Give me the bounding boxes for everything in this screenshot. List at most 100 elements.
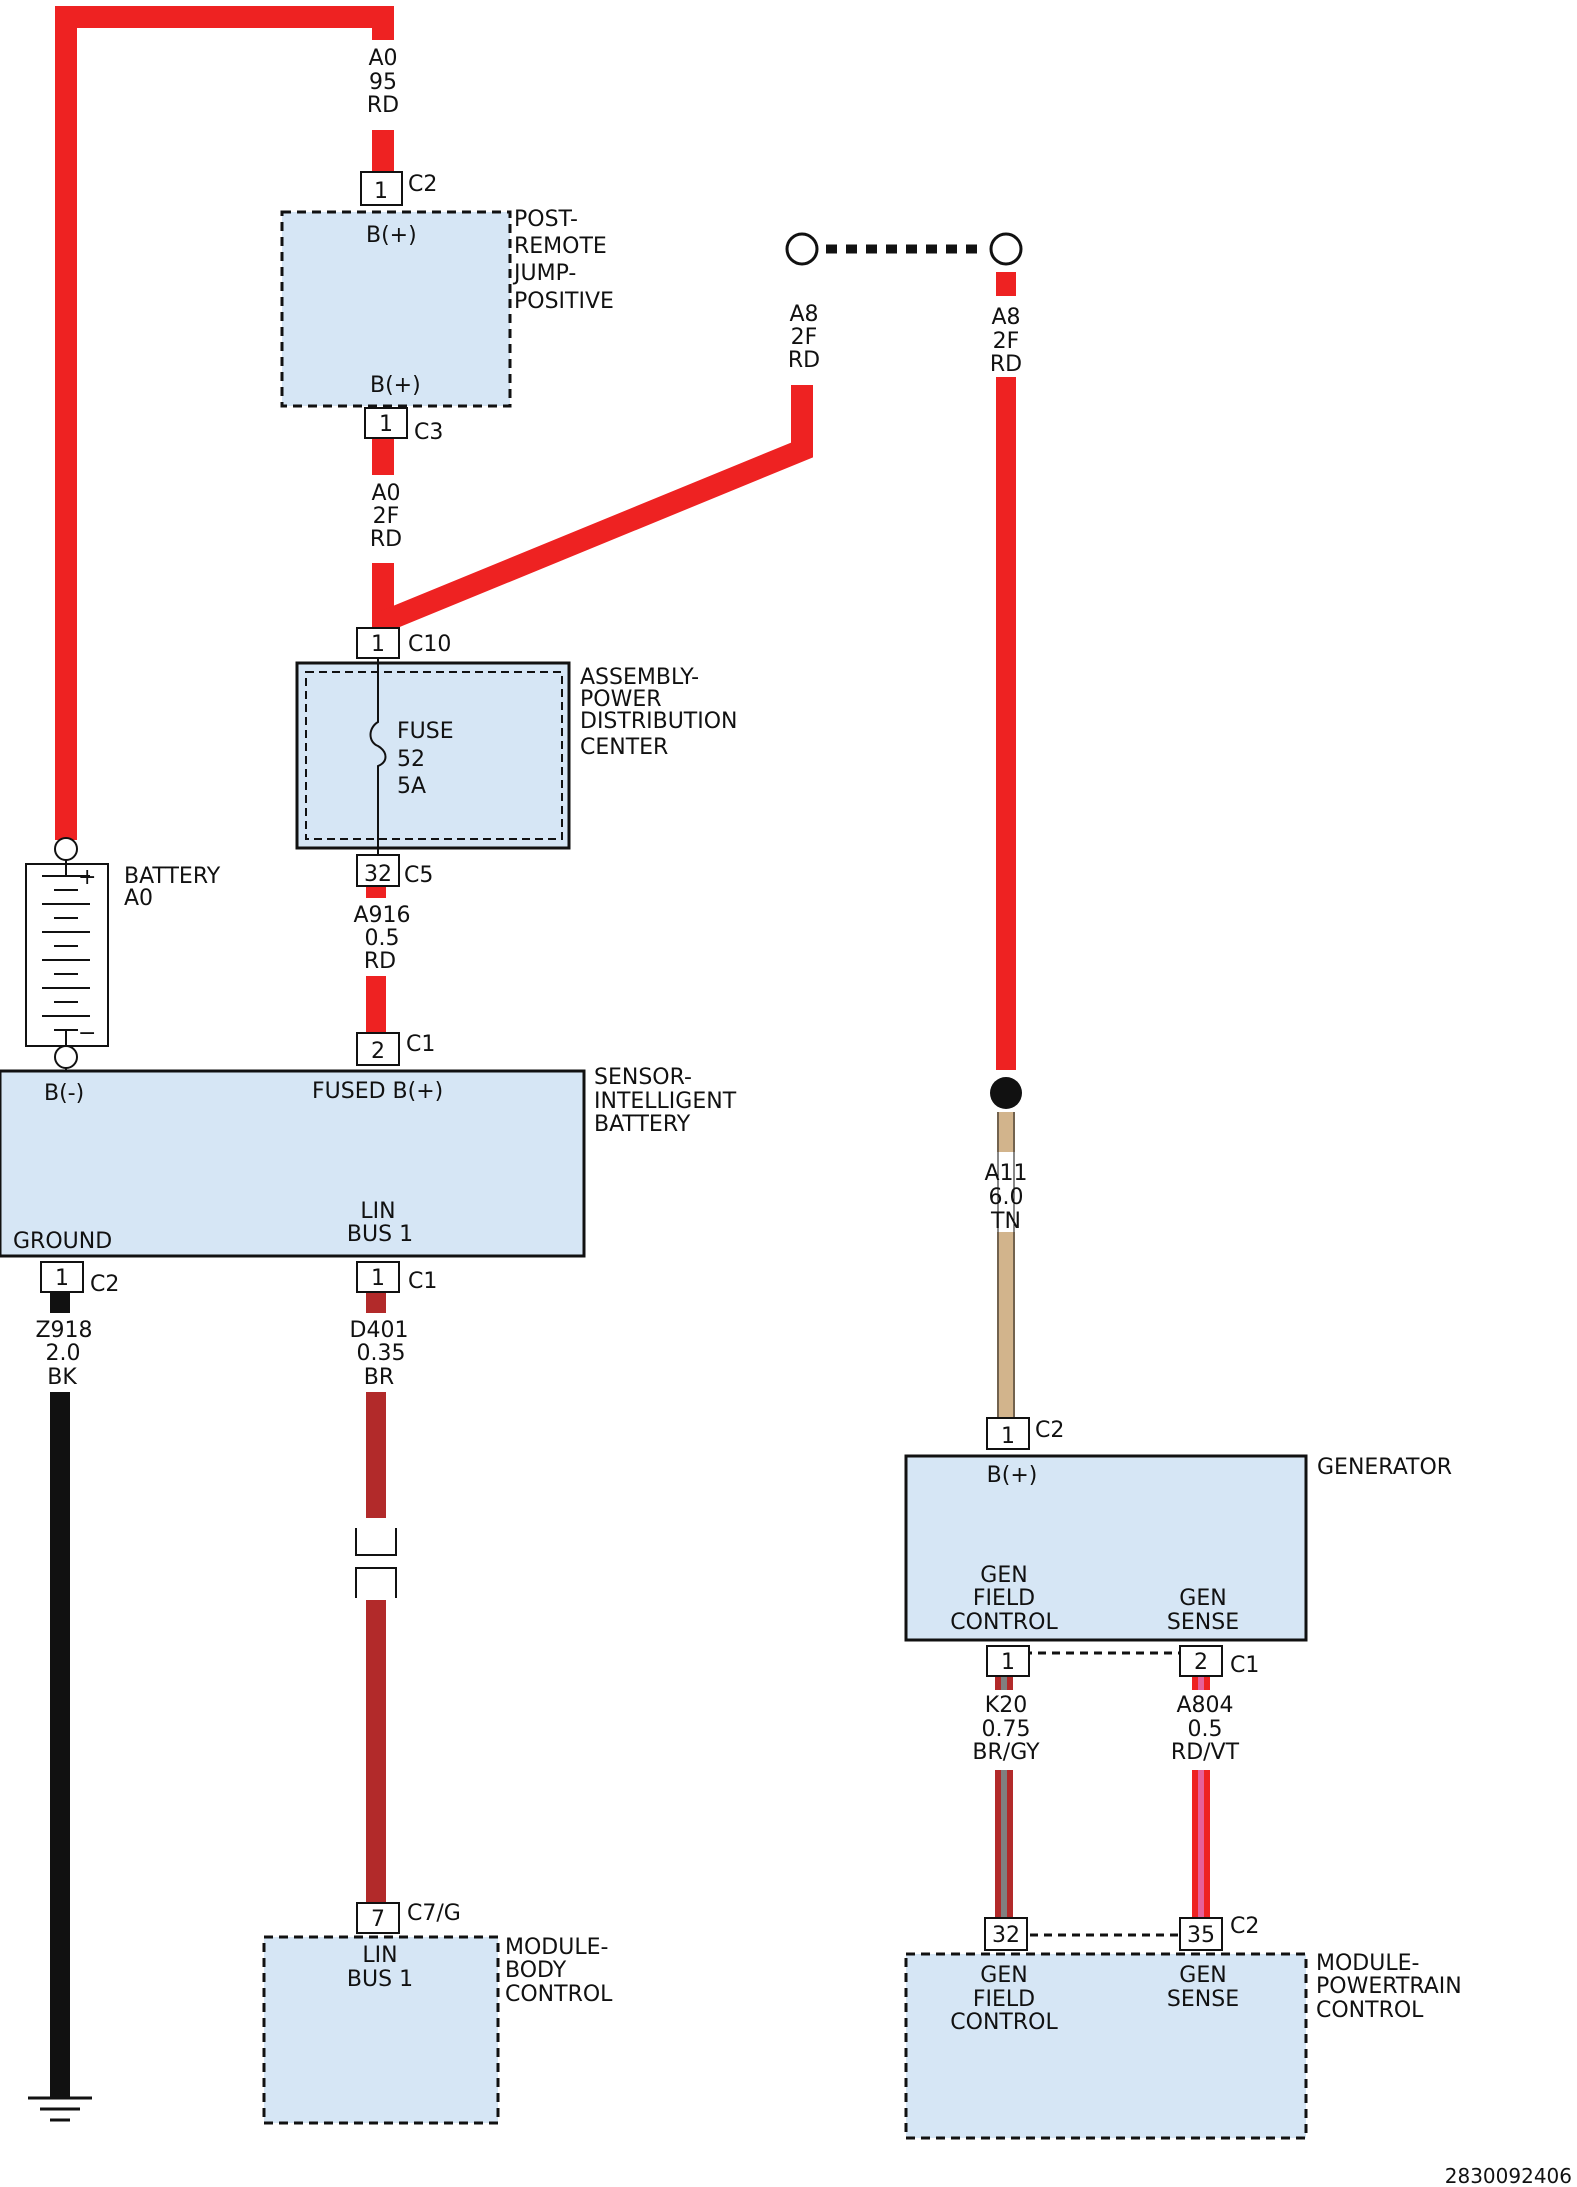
pcm-box [904, 1952, 1308, 2140]
pcm-pin-field-3: CONTROL [950, 2010, 1058, 2035]
connector-pdc-bottom: 32 C5 [356, 854, 433, 888]
prj-name-4: POSITIVE [514, 289, 614, 314]
connector-gen-field: 1 [986, 1645, 1030, 1677]
gen-pin-sense-1: GEN [1179, 1586, 1226, 1611]
label-a11: A11 6.0 TN [984, 1161, 1027, 1234]
svg-text:RD: RD [990, 352, 1022, 377]
svg-text:1: 1 [371, 632, 385, 657]
svg-text:Z918: Z918 [35, 1318, 92, 1343]
inline-connector-top [355, 1528, 397, 1556]
label-z918: Z918 2.0 BK [35, 1318, 92, 1390]
pdc-name-2: POWER [580, 687, 662, 712]
connector-ibs-fused: 2 C1 [356, 1032, 435, 1066]
svg-text:A11: A11 [984, 1161, 1027, 1186]
svg-text:BK: BK [47, 1365, 77, 1390]
label-a8-right: A8 2F RD [990, 305, 1022, 377]
svg-text:1: 1 [1001, 1650, 1015, 1675]
label-a916: A916 0.5 RD [353, 903, 410, 974]
bcm-box [262, 1935, 500, 2125]
ibs-name-2: INTELLIGENT [594, 1089, 737, 1114]
battery-bottom-terminal [54, 1045, 78, 1069]
pdc-box [295, 661, 571, 850]
svg-text:C1: C1 [406, 1032, 435, 1057]
pcm-name-1: MODULE- [1316, 1951, 1419, 1976]
wire-a8-left [378, 385, 813, 633]
bcm-pin-lin-1: LIN [362, 1943, 397, 1968]
bcm-name-2: BODY [505, 1958, 567, 1983]
svg-text:A916: A916 [353, 903, 410, 928]
svg-text:D401: D401 [350, 1318, 409, 1343]
svg-text:BR/GY: BR/GY [972, 1740, 1040, 1765]
ibs-pin-lin-1: LIN [360, 1199, 395, 1224]
terminal-a8-right [989, 232, 1023, 266]
svg-text:A8: A8 [789, 302, 818, 327]
splice-a11 [990, 1077, 1022, 1109]
svg-text:32: 32 [364, 862, 392, 887]
svg-text:RD: RD [370, 527, 402, 552]
generator-name: GENERATOR [1317, 1455, 1452, 1480]
fuse-number: 52 [397, 747, 425, 772]
terminal-a8-left [785, 232, 819, 266]
label-a0-2f: A0 2F RD [370, 481, 402, 552]
pdc-inner-box [305, 671, 563, 840]
ibs-pin-ground: GROUND [13, 1229, 112, 1254]
svg-text:C2: C2 [90, 1272, 119, 1297]
ibs-pin-lin-2: BUS 1 [347, 1222, 413, 1247]
battery-box [25, 863, 109, 1047]
post-remote-jump-box [280, 210, 512, 408]
diagram-id: 2830092406 [1445, 2164, 1572, 2187]
svg-text:2.0: 2.0 [46, 1341, 81, 1366]
fuse-symbol [369, 646, 387, 868]
svg-text:A0: A0 [368, 46, 397, 71]
gen-pin-b: B(+) [987, 1463, 1038, 1488]
svg-text:2F: 2F [993, 329, 1020, 354]
svg-text:32: 32 [992, 1923, 1020, 1948]
svg-text:BR: BR [364, 1365, 394, 1390]
connector-gen-sense: 2 C1 [1179, 1645, 1259, 1678]
svg-text:1: 1 [371, 1266, 385, 1291]
battery-name-1: BATTERY [124, 864, 221, 889]
fuse-name: FUSE [397, 719, 454, 744]
label-a804: A804 0.5 RD/VT [1171, 1693, 1240, 1765]
connector-pcm-sense: 35 C2 [1179, 1914, 1259, 1951]
svg-text:C3: C3 [414, 420, 443, 445]
svg-text:C7/G: C7/G [407, 1901, 461, 1926]
wire-a0-95 [55, 6, 394, 840]
pcm-name-2: POWERTRAIN [1316, 1974, 1462, 1999]
svg-text:7: 7 [371, 1907, 385, 1932]
prj-name-1: POST- [514, 207, 578, 232]
svg-text:2: 2 [1194, 1650, 1208, 1675]
pcm-pin-sense-2: SENSE [1167, 1987, 1239, 2012]
svg-text:C2: C2 [408, 172, 437, 197]
generator-box [904, 1454, 1308, 1642]
bcm-pin-lin-2: BUS 1 [347, 1967, 413, 1992]
connector-ibs-ground: 1 C2 [40, 1261, 119, 1297]
gen-pin-field-2: FIELD [973, 1586, 1035, 1611]
connector-gen-b: 1 C2 [986, 1417, 1064, 1450]
svg-text:1: 1 [379, 412, 393, 437]
svg-text:0.5: 0.5 [1188, 1717, 1223, 1742]
svg-text:RD: RD [788, 348, 820, 373]
prj-top-label: B(+) [366, 223, 417, 248]
svg-text:A804: A804 [1176, 1693, 1233, 1718]
connector-ibs-lin: 1 C1 [356, 1261, 437, 1294]
ibs-pin-b-minus: B(-) [44, 1081, 84, 1106]
pcm-pin-sense-1: GEN [1179, 1963, 1226, 1988]
svg-text:1: 1 [55, 1266, 69, 1291]
ground-symbol [28, 2096, 92, 2122]
battery-minus: − [78, 1021, 96, 1046]
prj-bottom-label: B(+) [370, 373, 421, 398]
ibs-box [0, 1069, 586, 1258]
svg-text:A8: A8 [991, 305, 1020, 330]
svg-text:C10: C10 [408, 632, 451, 657]
svg-text:RD/VT: RD/VT [1171, 1740, 1240, 1765]
connector-bcm-lin: 7 C7/G [356, 1901, 461, 1934]
svg-text:RD: RD [364, 949, 396, 974]
svg-text:0.5: 0.5 [365, 926, 400, 951]
ibs-name-1: SENSOR- [594, 1065, 692, 1090]
label-a0-95: A0 95 RD [367, 46, 399, 118]
svg-text:35: 35 [1187, 1923, 1215, 1948]
svg-text:C2: C2 [1230, 1914, 1259, 1939]
svg-text:K20: K20 [985, 1693, 1027, 1718]
